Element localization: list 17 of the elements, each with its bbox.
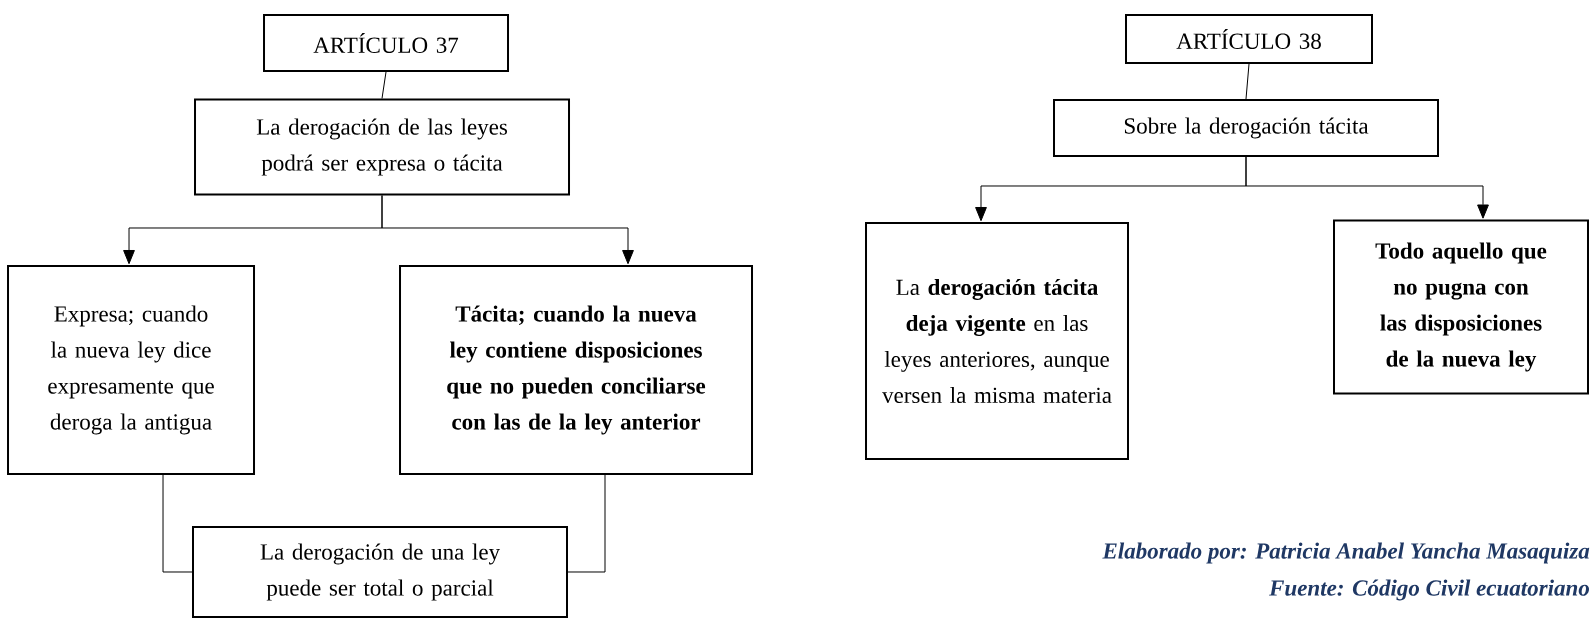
credit-note: Elaborado por: Patricia Anabel Yancha Masaquiza [1102,542,1590,564]
text-box: Sobre la derogación tácita [1053,99,1439,157]
connector-line [162,474,193,573]
text-box: ARTÍCULO 37 [263,14,509,72]
connector-line [567,474,606,573]
connector-arrow [1245,156,1489,219]
text-box: La derogación de una ley puede ser total o parcial [192,526,568,618]
text-box: ARTÍCULO 38 [1125,14,1373,64]
text-box: La derogación de las leyes podrá ser expresa o tácita [194,98,570,196]
connector-arrow [381,195,634,265]
text-box: La derogación tácita deja vigente en las leyes anteriores, aunque versen la misma materia [865,222,1129,460]
text-box: Tácita; cuando la nueva ley contiene disposiciones que no pueden conciliarse con las de la ley anterior [399,265,753,475]
text-box: Todo aquello que no pugna con las disposiciones de la nueva ley [1333,219,1589,395]
text-box: Expresa; cuando la nueva ley dice expresamente que deroga la antigua [7,265,255,475]
credit-note: Fuente: Código Civil ecuatoriano [1269,579,1590,601]
connector-line [381,71,387,99]
connector-line [1245,63,1250,100]
